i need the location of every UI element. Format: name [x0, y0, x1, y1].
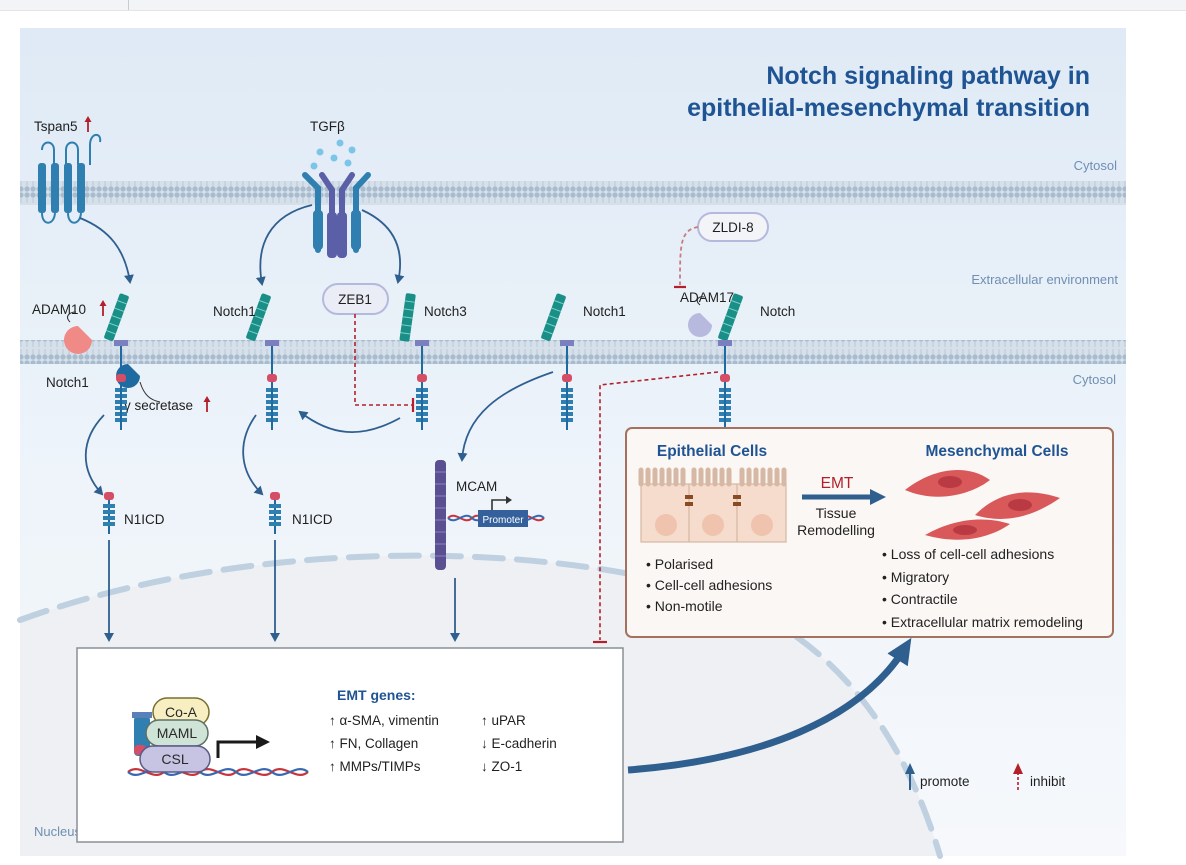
mesenchymal-trait-1: • Loss of cell-cell adhesions: [882, 546, 1054, 562]
mesenchymal-trait-4: • Extracellular matrix remodeling: [882, 614, 1083, 630]
gene-upar: ↑ uPAR: [481, 713, 526, 728]
label-tspan5: Tspan5: [34, 119, 78, 134]
arrow-genes-to-emt: [627, 637, 912, 774]
arrow-notch3-to-notch1: [298, 410, 401, 434]
gene-mmps-timps: ↑ MMPs/TIMPs: [329, 759, 421, 774]
legend-promote: promote: [920, 774, 970, 789]
promote-arrow-icon: [905, 763, 915, 790]
label-n1icd-b: N1ICD: [292, 512, 333, 527]
label-promoter: Promoter: [482, 515, 524, 526]
label-adam17: ADAM17: [680, 290, 734, 305]
top-toolbar-strip: [0, 0, 1186, 11]
label-notch1-c: Notch1: [583, 304, 626, 319]
epithelial-trait-1: • Polarised: [646, 556, 713, 572]
gene-fn-collagen: ↑ FN, Collagen: [329, 736, 418, 751]
gene-zo1: ↓ ZO-1: [481, 759, 522, 774]
mesenchymal-trait-3: • Contractile: [882, 591, 958, 607]
epithelial-trait-3: • Non-motile: [646, 598, 723, 614]
label-tgfb: TGFβ: [310, 119, 345, 134]
up-arrow-icon: [99, 300, 107, 316]
epithelial-trait-2: • Cell-cell adhesions: [646, 577, 772, 593]
n1icd-fragment-b: [269, 492, 281, 534]
arrow-notch1-to-n1icd-b: [242, 414, 264, 496]
title-line-2: epithelial-mesenchymal transition: [687, 94, 1090, 122]
zeb1-inhibit-line: [354, 314, 412, 406]
notch-receptors-extracellular: [104, 293, 743, 342]
label-gamma-secretase: γ secretase: [124, 398, 193, 413]
label-n1icd-a: N1ICD: [124, 512, 165, 527]
label-zldi8: ZLDI-8: [712, 220, 753, 235]
label-co-a: Co-A: [165, 704, 198, 720]
label-notch1-lower: Notch1: [46, 375, 89, 390]
epithelial-cells-title: Epithelial Cells: [657, 443, 767, 460]
up-arrow-icon: [203, 396, 211, 412]
arrow-tgfb-to-notch1: [255, 204, 313, 286]
zldi8-inhibit-line: [679, 226, 699, 286]
tissue-remodelling-line1: Tissue: [816, 505, 857, 521]
tspan5-receptor-icon: [38, 133, 102, 224]
legend-inhibit: inhibit: [1030, 774, 1066, 789]
arrow-notch1-to-n1icd-a: [84, 414, 105, 496]
membrane-top: [20, 181, 1126, 205]
label-notch1-a: Notch1: [213, 304, 256, 319]
arrow-tspan5-to-adam10: [79, 217, 134, 284]
emt-genes-title: EMT genes:: [337, 687, 416, 703]
epithelial-cells-icon: [638, 467, 787, 543]
arrow-tgfb-to-zeb1: [361, 209, 405, 284]
adam10-enzyme-icon: [64, 326, 92, 354]
region-nucleus: Nucleus: [34, 824, 81, 839]
region-extracellular: Extracellular environment: [971, 272, 1118, 287]
label-csl: CSL: [161, 751, 188, 767]
label-maml: MAML: [157, 725, 198, 741]
label-notch3: Notch3: [424, 304, 467, 319]
transcription-complex-icon: [127, 697, 309, 776]
tissue-remodelling-line2: Remodelling: [797, 522, 875, 538]
label-notch: Notch: [760, 304, 795, 319]
toolbar-divider: [128, 0, 129, 10]
promoter-box: [478, 510, 528, 527]
promoter-arrow-icon: [491, 499, 508, 510]
notch-intracellular-domains: [114, 340, 732, 430]
label-mcam: MCAM: [456, 479, 497, 494]
tgfb-receptor-icon: [302, 172, 371, 258]
adam17-enzyme-icon: [688, 313, 712, 337]
gene-e-cadherin: ↓ E-cadherin: [481, 736, 557, 751]
label-zeb1: ZEB1: [338, 292, 372, 307]
tgfb-ligand-icon: [310, 139, 356, 170]
up-arrow-icon: [84, 116, 92, 132]
gene-alpha-sma: ↑ α-SMA, vimentin: [329, 713, 439, 728]
mesenchymal-trait-2: • Migratory: [882, 569, 949, 585]
emt-label: EMT: [821, 475, 854, 492]
arrow-notch1-to-mcam: [457, 371, 554, 462]
label-adam10: ADAM10: [32, 302, 86, 317]
mcam-protein-icon: [435, 460, 446, 570]
n1icd-fragment-a: [103, 492, 115, 534]
inhibit-arrow-icon: [1013, 763, 1023, 790]
notch-inhibit-line: [599, 371, 719, 640]
region-cytosol-top: Cytosol: [1074, 158, 1117, 173]
region-cytosol-mid: Cytosol: [1073, 372, 1116, 387]
title-line-1: Notch signaling pathway in: [766, 62, 1090, 90]
mesenchymal-cells-icon: [905, 469, 1060, 540]
mesenchymal-cells-title: Mesenchymal Cells: [925, 443, 1068, 460]
